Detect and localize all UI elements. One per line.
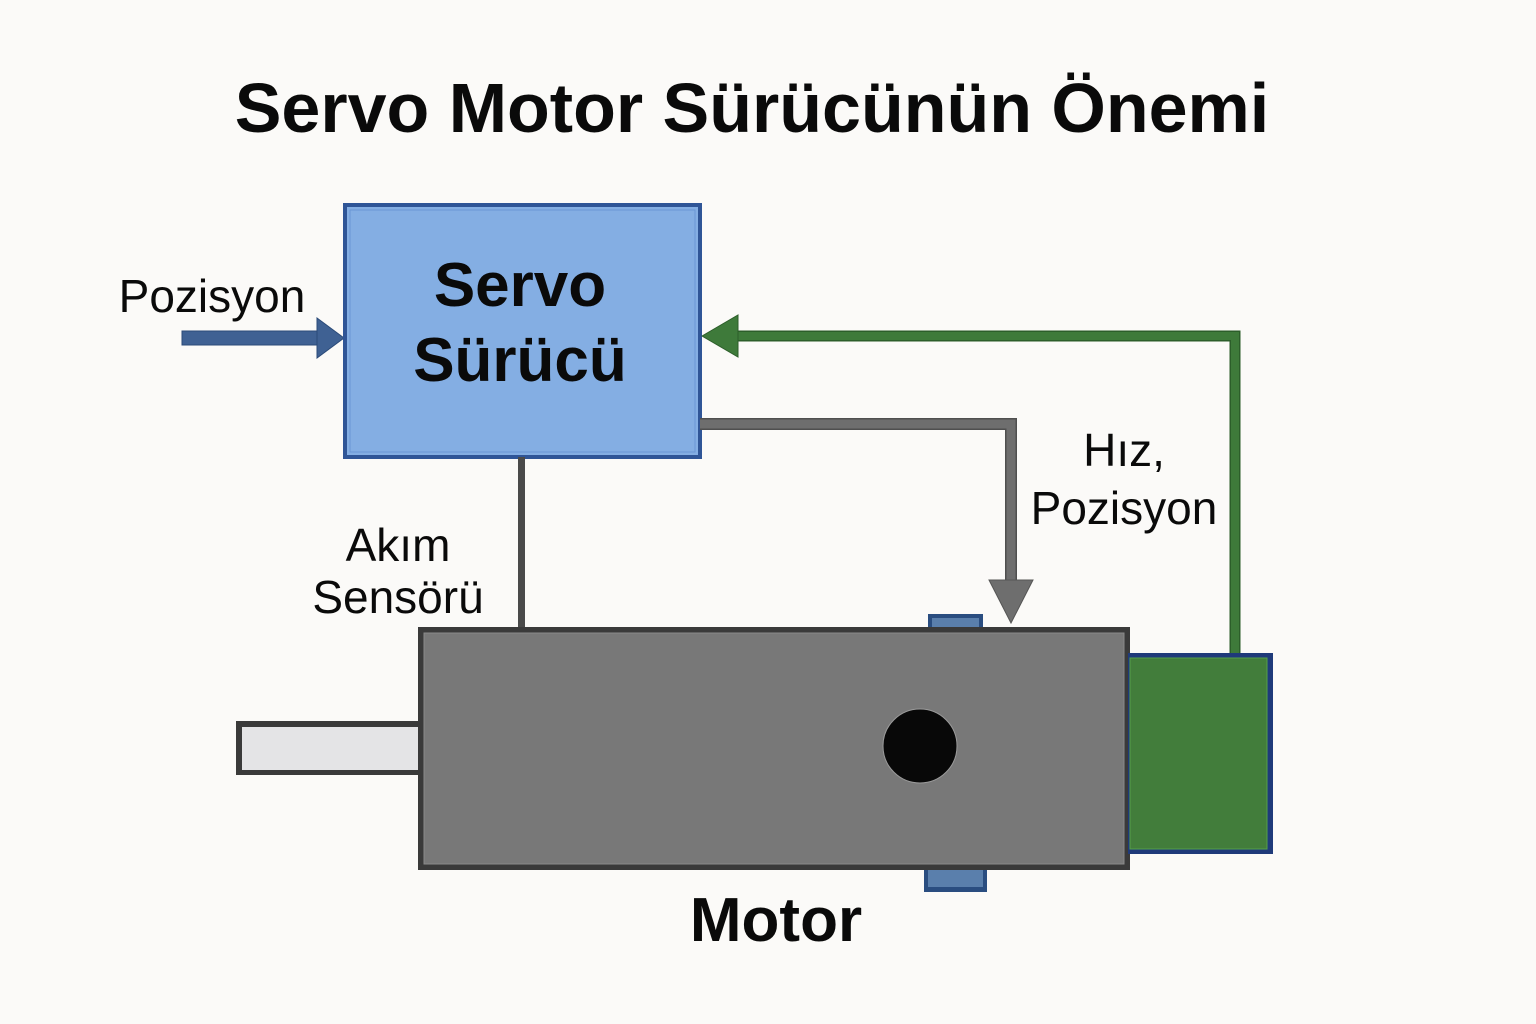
input-position-label: Pozisyon bbox=[119, 270, 306, 322]
servo-driver-label-line1: Servo bbox=[434, 251, 606, 320]
rotor-dot-icon bbox=[882, 708, 958, 784]
input-position-arrow bbox=[181, 317, 345, 359]
diagram-title: Servo Motor Sürücünün Önemi bbox=[235, 69, 1270, 147]
feedback-arrow bbox=[701, 314, 1241, 656]
encoder-block bbox=[1128, 653, 1273, 854]
feedback-label-line1: Hız, bbox=[1083, 424, 1165, 476]
current-sensor-label-line1: Akım bbox=[346, 519, 451, 571]
current-sensor-label-line2: Sensörü bbox=[312, 571, 483, 623]
drive-output-arrow bbox=[700, 418, 1034, 625]
motor-label: Motor bbox=[690, 886, 862, 955]
motor-shaft bbox=[236, 721, 420, 775]
feedback-label-line2: Pozisyon bbox=[1031, 482, 1218, 534]
motor-bottom-tab bbox=[924, 868, 987, 892]
servo-driver-block: Servo Sürücü bbox=[343, 203, 702, 459]
servo-driver-label-line2: Sürücü bbox=[413, 326, 627, 395]
current-sensor-line bbox=[518, 457, 525, 629]
motor-body bbox=[418, 627, 1130, 870]
